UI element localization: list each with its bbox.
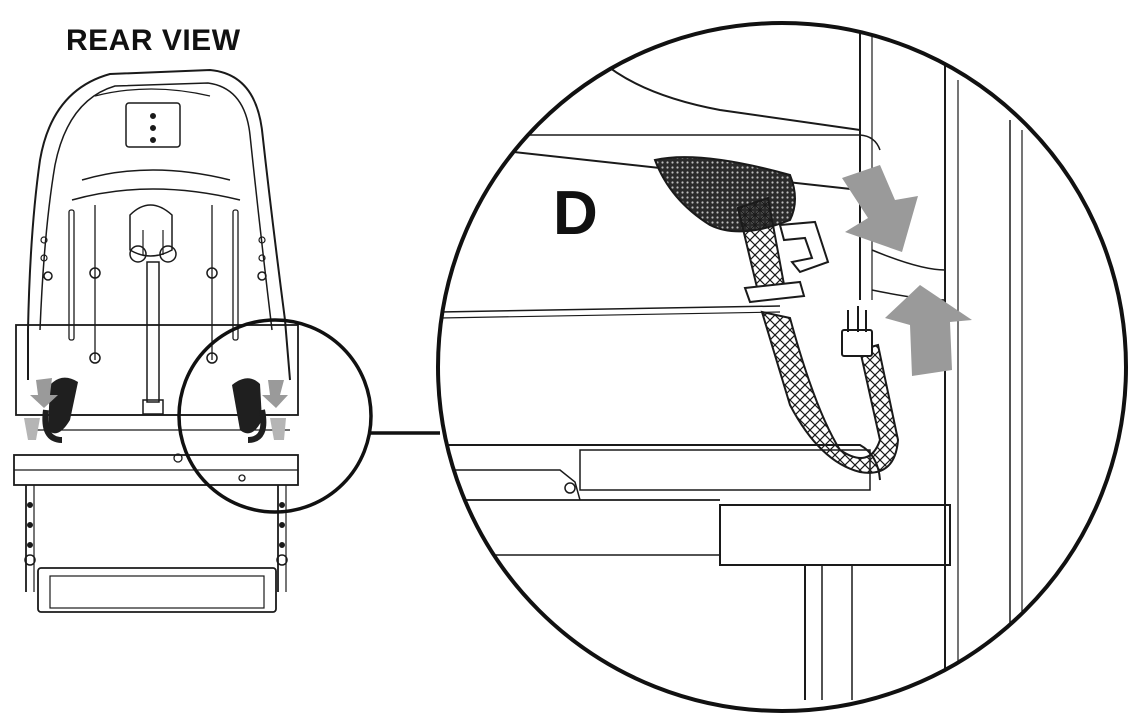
base-block: [719, 504, 951, 566]
strap-buckle: [778, 220, 830, 274]
magnify-circle-large: [436, 21, 1128, 713]
seat-shell-outline: [27, 68, 291, 381]
seat-rear-view: [13, 68, 299, 613]
detail-label: D: [553, 179, 598, 248]
detail-view: [438, 23, 1126, 711]
strap-connector: [841, 329, 873, 357]
arrow-up-icon: [885, 285, 972, 376]
view-title: REAR VIEW: [66, 24, 241, 57]
arrow-down-icon: [262, 380, 288, 408]
harness-adjuster: [129, 204, 173, 257]
arrow-down-icon: [842, 165, 918, 252]
arrow-down-icon: [30, 378, 58, 408]
rear-view-buckles: [24, 377, 288, 443]
footrest: [37, 567, 277, 613]
center-rod: [146, 261, 160, 403]
magnify-circle-small: [177, 318, 373, 514]
headrest-plate: [125, 102, 181, 148]
